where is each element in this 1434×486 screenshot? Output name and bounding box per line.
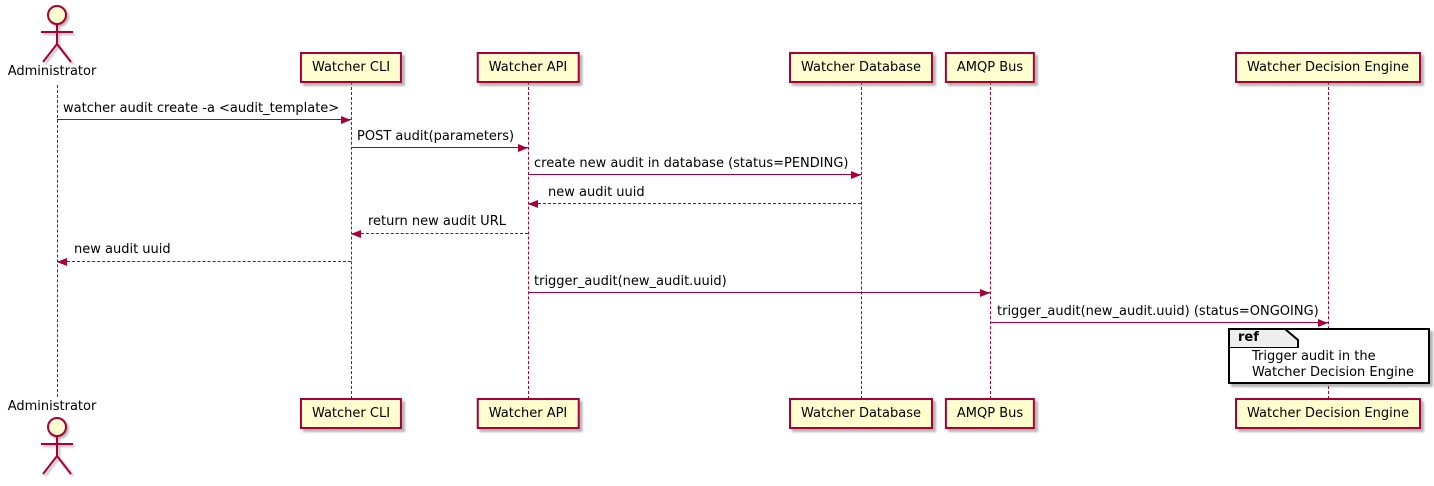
message-label-4: new audit uuid	[548, 185, 645, 200]
message-line-1	[57, 119, 351, 120]
participant-watcher-decision-engine-bottom: Watcher Decision Engine	[1235, 398, 1421, 429]
arrowhead-right-icon	[1318, 318, 1328, 327]
message-line-8	[990, 322, 1328, 323]
participant-watcher-database-bottom: Watcher Database	[789, 398, 933, 429]
participant-watcher-decision-engine-top: Watcher Decision Engine	[1235, 52, 1421, 83]
message-label-8: trigger_audit(new_audit.uuid) (status=ON…	[997, 304, 1319, 319]
participant-watcher-api-bottom: Watcher API	[476, 398, 580, 429]
arrowhead-left-icon	[528, 199, 538, 208]
message-label-7: trigger_audit(new_audit.uuid)	[534, 274, 727, 289]
lifeline-watcher-api	[528, 82, 529, 399]
ref-keyword: ref	[1238, 330, 1259, 345]
message-line-5	[351, 233, 528, 234]
arrowhead-right-icon	[341, 115, 351, 124]
actor-stick-figure-icon	[41, 417, 73, 475]
message-line-4	[528, 203, 861, 204]
participant-amqp-bus-top: AMQP Bus	[944, 52, 1036, 83]
participant-watcher-cli-bottom: Watcher CLI	[299, 398, 403, 429]
message-line-3	[528, 174, 861, 175]
actor-label-top: Administrator	[7, 64, 97, 79]
ref-tab-pentagon-icon	[1229, 329, 1299, 348]
ref-text-line-2: Watcher Decision Engine	[1252, 365, 1414, 380]
message-label-3: create new audit in database (status=PEN…	[534, 156, 849, 171]
participant-watcher-database-top: Watcher Database	[789, 52, 933, 83]
participant-amqp-bus-bottom: AMQP Bus	[944, 398, 1036, 429]
message-label-5: return new audit URL	[368, 214, 506, 229]
message-label-6: new audit uuid	[74, 242, 171, 257]
message-label-2: POST audit(parameters)	[357, 129, 515, 144]
lifeline-watcher-decision-engine	[1328, 82, 1329, 399]
participant-watcher-cli-top: Watcher CLI	[299, 52, 403, 83]
message-line-2	[351, 147, 528, 148]
ref-text-line-1: Trigger audit in the	[1252, 349, 1376, 364]
lifeline-amqp-bus	[990, 82, 991, 399]
message-line-7	[528, 292, 990, 293]
ref-fragment: ref Trigger audit in the Watcher Decisio…	[1228, 328, 1430, 384]
arrowhead-left-icon	[57, 257, 67, 266]
lifeline-watcher-cli	[351, 82, 352, 399]
arrowhead-left-icon	[351, 229, 361, 238]
message-label-1: watcher audit create -a <audit_template>	[63, 101, 340, 116]
lifeline-watcher-database	[861, 82, 862, 399]
actor-stick-figure-icon	[41, 5, 73, 63]
message-line-6	[57, 261, 351, 262]
arrowhead-right-icon	[980, 288, 990, 297]
arrowhead-right-icon	[851, 170, 861, 179]
ref-tab: ref	[1229, 329, 1299, 348]
arrowhead-right-icon	[518, 143, 528, 152]
lifeline-administrator	[57, 85, 58, 397]
participant-watcher-api-top: Watcher API	[476, 52, 580, 83]
actor-label-bottom: Administrator	[7, 399, 97, 414]
